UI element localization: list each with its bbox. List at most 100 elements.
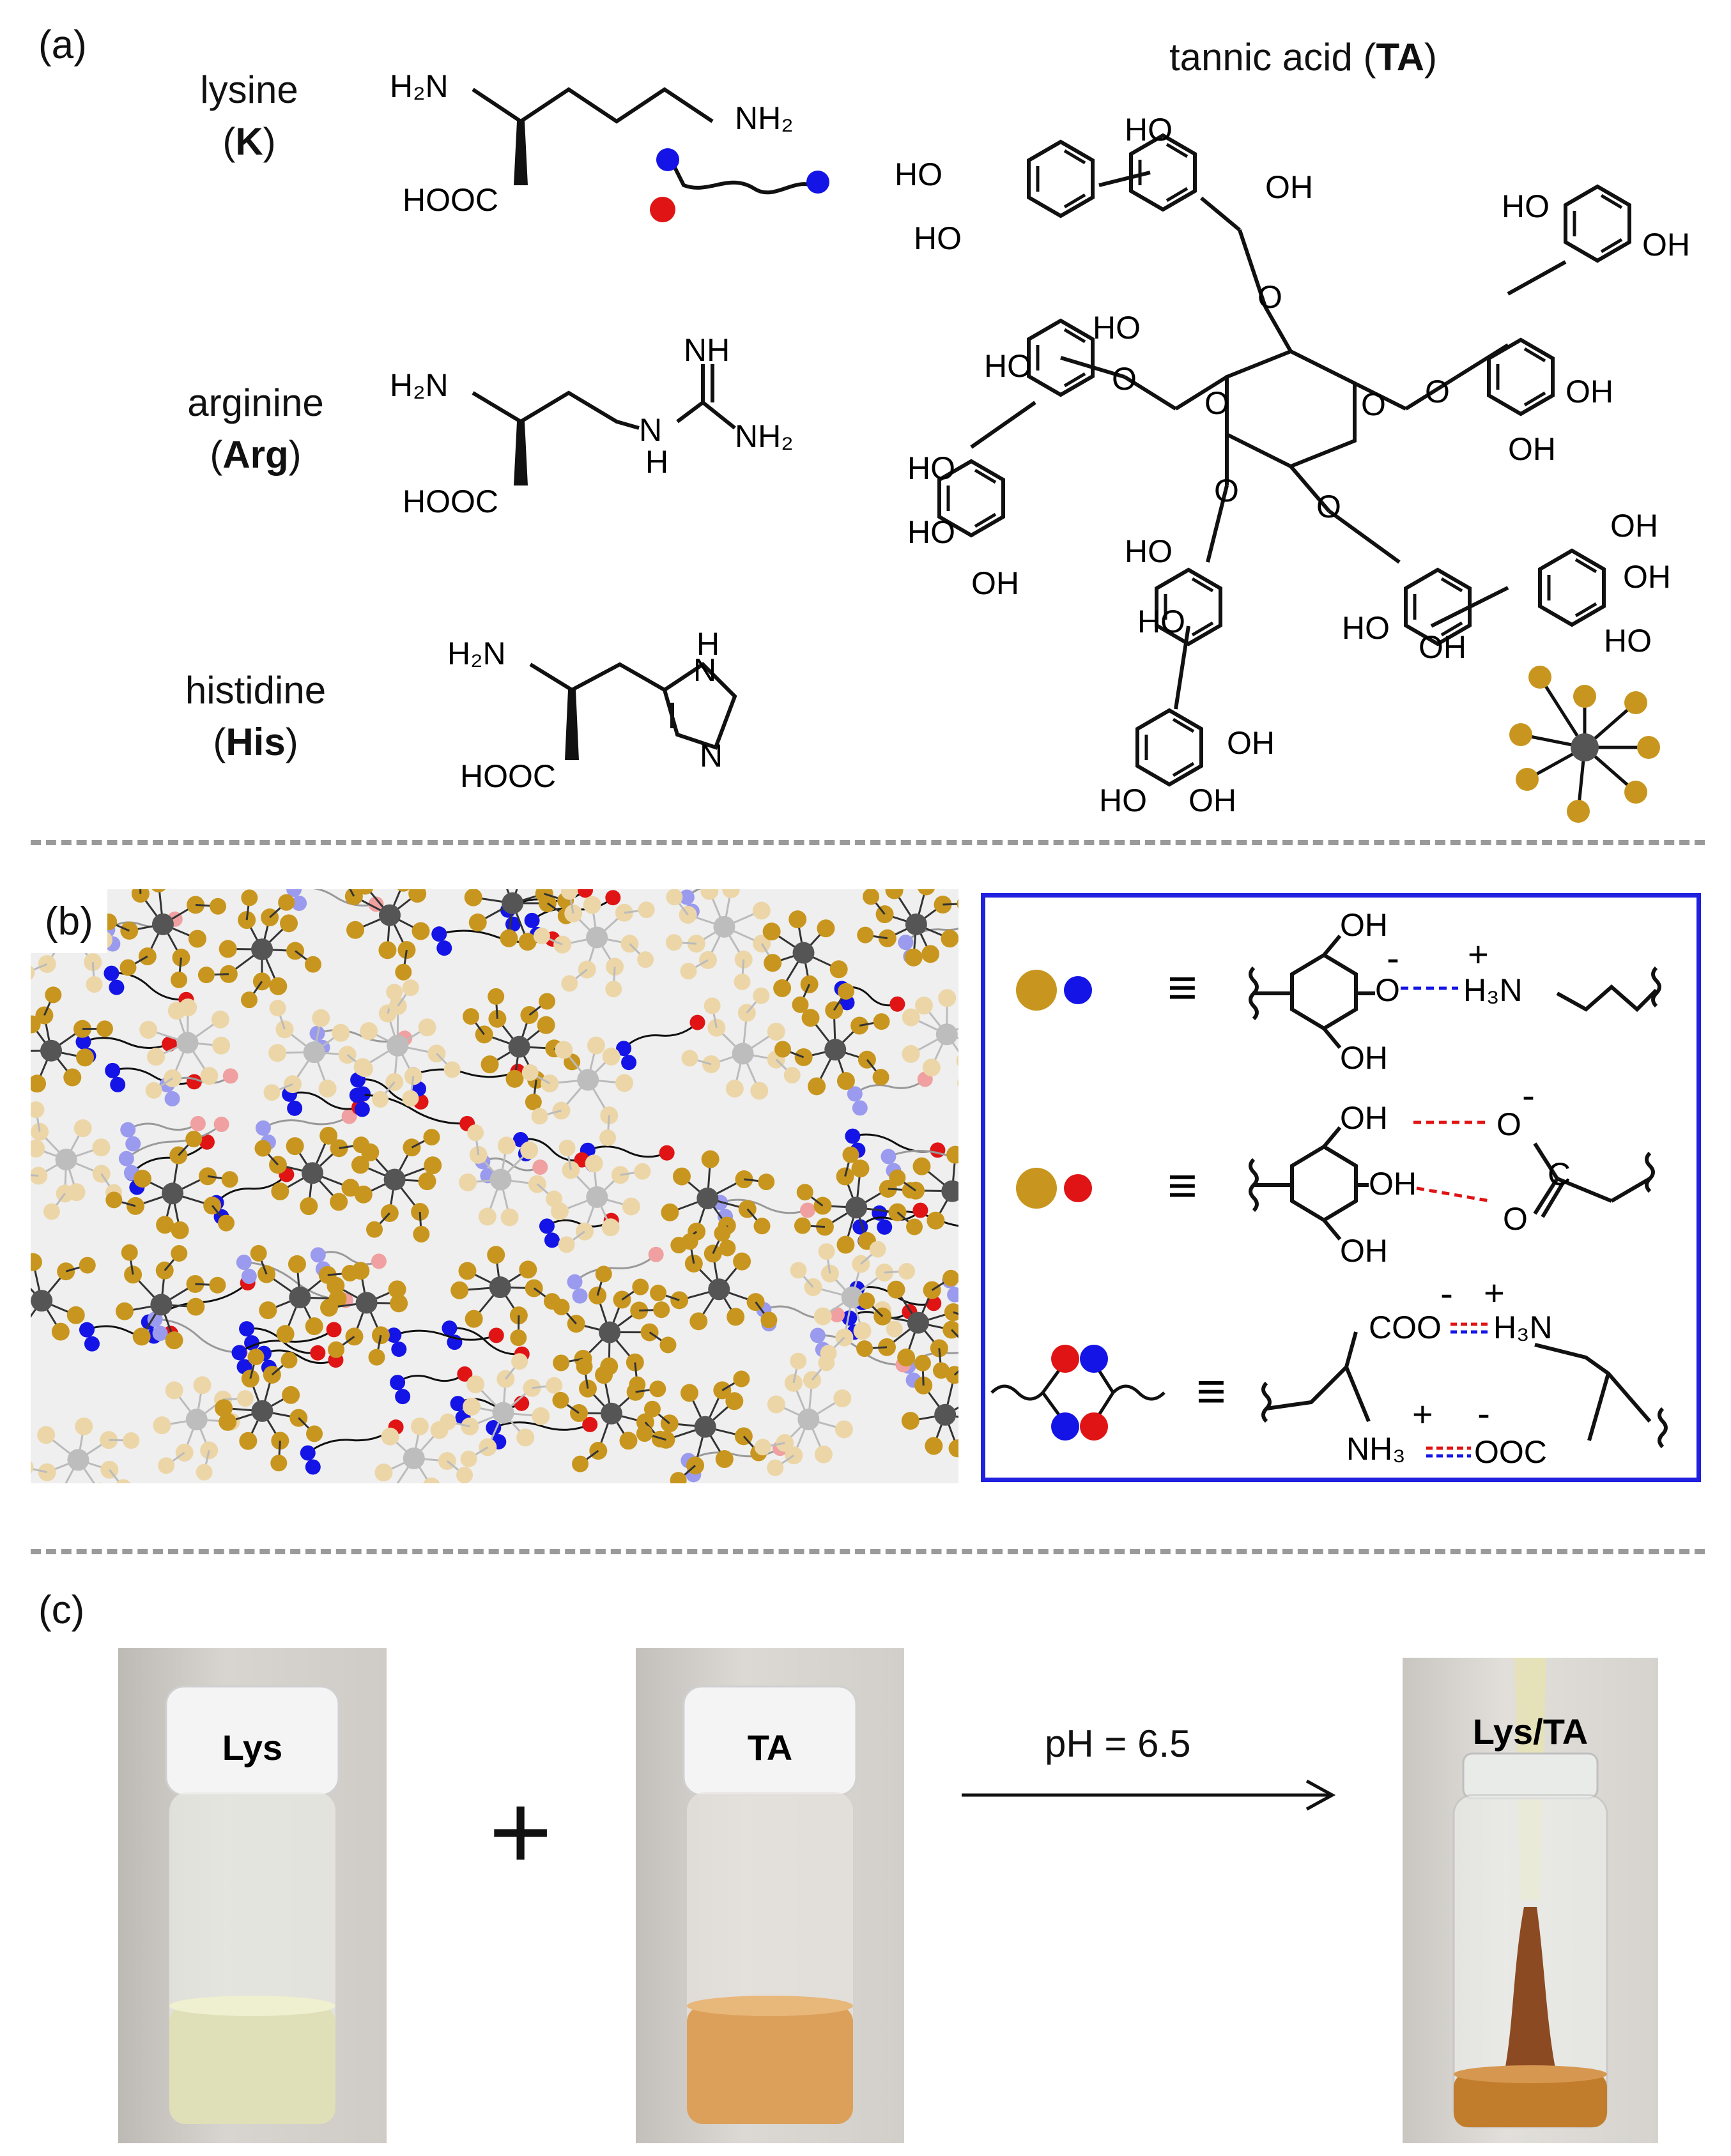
ta-ho-6: HO (984, 348, 1032, 384)
legend-oh-2: OH (1340, 1040, 1388, 1076)
ta-node-dot (288, 1255, 306, 1273)
lysine-chain (131, 1141, 208, 1174)
ta-node-dot (539, 993, 556, 1010)
ta-node-dot (402, 1090, 419, 1107)
ta-node-dot (319, 1126, 338, 1145)
ta-node-dot (817, 919, 835, 938)
ta-core-dot (151, 913, 174, 935)
carboxyl-dot (186, 1074, 202, 1090)
amine-dot (287, 1100, 303, 1116)
ta-node-dot (345, 1327, 364, 1346)
ta-node-dot (63, 1068, 82, 1087)
ta-node-dot (863, 889, 880, 905)
ta-node-dot (700, 889, 719, 900)
ta-node-dot (171, 1221, 189, 1239)
legend-equiv-1: ≡ (1167, 959, 1197, 1016)
ta-node-dot (918, 889, 935, 896)
legend-ooc: OOC (1474, 1434, 1547, 1470)
carboxyl-dot (488, 1327, 504, 1343)
ta-core-dot (905, 913, 927, 935)
ta-node-dot (45, 986, 62, 1004)
ta-node-dot (957, 898, 958, 909)
ta-oh-8: OH (1623, 559, 1671, 595)
ta-node-dot (121, 1244, 138, 1261)
legend-h3n-2: H₃N (1493, 1310, 1553, 1345)
ta-arm (942, 903, 958, 906)
ta-node-dot (219, 1412, 237, 1431)
ta-node-dot (595, 1265, 612, 1283)
ta-node-dot (734, 973, 751, 990)
legend-svg: ≡ OH O - + H₃N OH ≡ (990, 907, 1668, 1470)
ta-vial-svg: TA (682, 1685, 858, 2124)
ta-arm (953, 1311, 958, 1315)
carboxyl-dot (326, 1322, 342, 1338)
ta-node-dot (550, 1202, 569, 1221)
ta-node-dot (252, 972, 271, 991)
ta-core-dot (40, 1039, 63, 1062)
ta-node-dot (479, 1438, 497, 1456)
ta-node-dot (733, 1252, 751, 1271)
ta-core-dot (489, 1168, 512, 1191)
ta-node-dot (464, 889, 482, 906)
ta-node-dot (790, 1352, 807, 1370)
amine-dot (118, 1151, 134, 1166)
panel-c-label: (c) (38, 1588, 85, 1632)
ta-node-dot (35, 1006, 54, 1025)
ta-node-dot (818, 1243, 835, 1260)
ta-node-dot (38, 955, 56, 974)
legend-o-1: O (1375, 972, 1400, 1008)
ta-core-dot (176, 1032, 199, 1054)
panel-a-label: (a) (38, 23, 87, 67)
ta-arm (953, 1370, 958, 1376)
lysine-chain (482, 1158, 541, 1172)
ta-core-dot (841, 1286, 863, 1308)
ta-arm (31, 1174, 39, 1177)
ta-o-2: O (1204, 385, 1229, 421)
ta-node-dot (948, 1439, 958, 1458)
amine-dot (810, 1327, 826, 1343)
ta-core-dot (694, 1416, 716, 1438)
ta-node-dot (509, 1306, 528, 1325)
ta-node-dot (889, 1169, 906, 1186)
ta-node-dot (469, 1145, 488, 1164)
histidine-structure: H₂N H N N HOOC (447, 626, 737, 794)
ta-node-dot (825, 1001, 843, 1020)
ta-core-dot (251, 1400, 273, 1422)
ta-node-dot (922, 1059, 941, 1077)
ta-node-dot (200, 1067, 219, 1085)
amine-dot (572, 1288, 588, 1304)
amine-dot (431, 926, 447, 942)
ta-node-dot (423, 1129, 440, 1146)
ta-node-dot (774, 1041, 791, 1058)
carboxyl-dot (605, 890, 621, 906)
amine-dot (349, 1087, 365, 1103)
ta-node-dot (942, 1269, 958, 1287)
ta-node-dot (250, 1244, 267, 1262)
ta-node-dot (856, 1340, 873, 1357)
ta-node-dot (897, 1349, 916, 1367)
histidine-h: H (696, 626, 719, 662)
ta-oh-3: OH (1566, 374, 1613, 409)
ta-core-dot (150, 1294, 173, 1316)
ta-core-dot (845, 1197, 868, 1219)
lysine-name: lysine(K) (200, 68, 298, 163)
ta-node-dot (305, 1317, 323, 1336)
lysine-chain (493, 1421, 590, 1431)
ta-node-dot (914, 997, 933, 1015)
ta-node-dot (386, 983, 403, 1000)
ta-core-dot (387, 1034, 409, 1057)
amine-dot (152, 1326, 168, 1342)
amine-dot (286, 889, 302, 898)
ta-node-dot (468, 914, 487, 932)
lysine-chain (397, 1373, 466, 1384)
lysine-chain (623, 1021, 698, 1050)
ta-node-dot (241, 889, 258, 906)
ta-node-dot (521, 1064, 539, 1081)
ta-node-dot (885, 889, 904, 899)
ta-node-dot (259, 1301, 277, 1320)
amine-dot (881, 1149, 896, 1165)
ta-node-dot (869, 1241, 886, 1258)
ta-node-dot (280, 914, 298, 933)
ta-oh-6: OH (1419, 629, 1466, 665)
ta-node-dot (659, 1336, 677, 1354)
